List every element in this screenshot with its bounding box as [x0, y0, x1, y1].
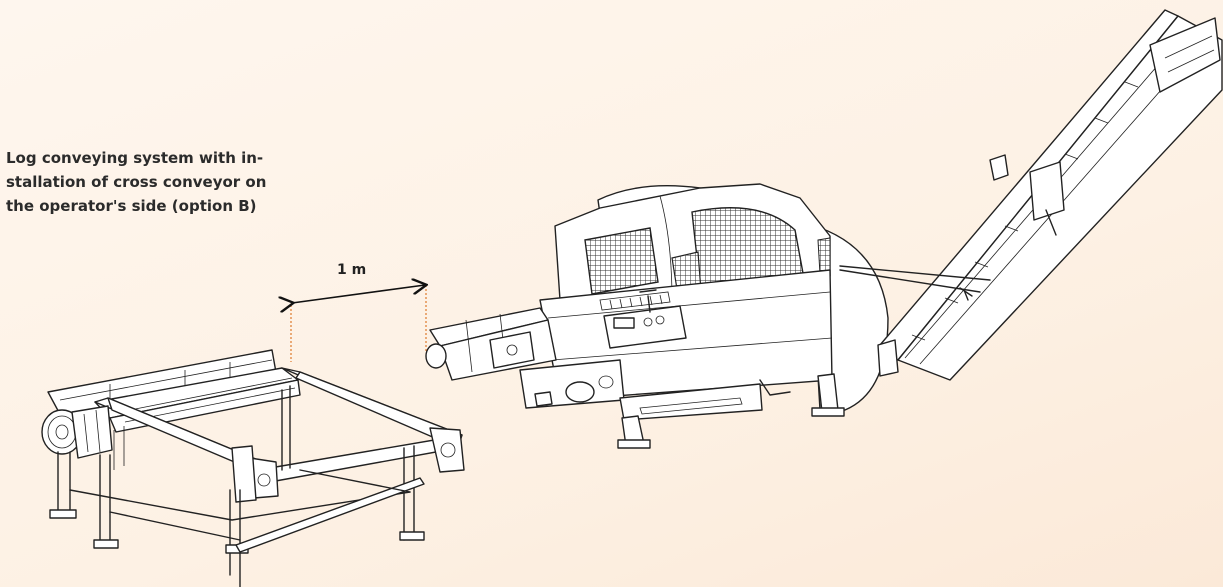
diagram-caption: Log conveying system with in- stallation… — [6, 146, 306, 218]
distance-label: 1 m — [337, 262, 367, 278]
distance-dimension — [291, 285, 426, 362]
firewood-processor — [425, 183, 889, 449]
dimension-arrow — [292, 285, 425, 303]
caption-line-3: the operator's side (option B) — [6, 197, 257, 215]
caption-line-1: Log conveying system with in- — [6, 149, 264, 167]
cross-conveyor — [41, 349, 465, 587]
outfeed-conveyor — [839, 9, 1223, 381]
caption-line-2: stallation of cross conveyor on — [6, 173, 267, 191]
